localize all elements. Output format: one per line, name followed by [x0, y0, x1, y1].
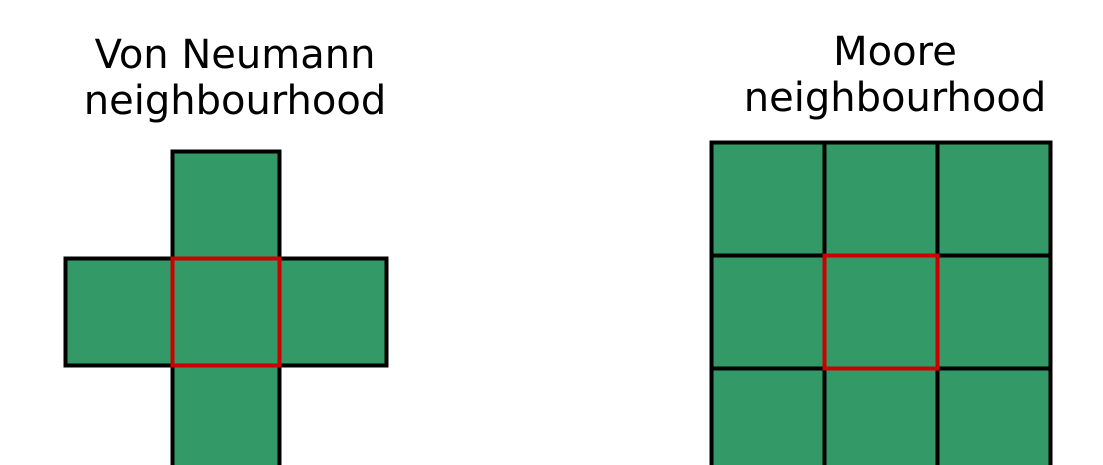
von-neumann-neighbour-cell-4: [170, 363, 282, 465]
von-neumann-title: Von Neumann neighbourhood: [30, 32, 440, 124]
moore-title: Moore neighbourhood: [690, 29, 1100, 121]
von-neumann-neighbourhood-grid: [63, 149, 389, 465]
moore-title-line-1: Moore: [833, 29, 957, 75]
von-neumann-title-line-2: neighbourhood: [83, 78, 387, 124]
moore-neighbourhood-grid: [709, 140, 1053, 465]
von-neumann-neighbour-cell-1: [170, 149, 282, 261]
moore-center-highlight: [822, 253, 940, 371]
moore-neighbour-cell-5: [935, 253, 1053, 371]
moore-title-line-2: neighbourhood: [743, 75, 1047, 121]
moore-neighbour-cell-8: [935, 366, 1053, 465]
moore-neighbour-cell-4: [709, 253, 827, 371]
von-neumann-center-cell: [170, 256, 282, 368]
von-neumann-center-highlight: [170, 256, 282, 368]
moore-neighbour-cell-7: [822, 366, 940, 465]
von-neumann-neighbour-cell-2: [63, 256, 175, 368]
moore-center-cell: [822, 253, 940, 371]
moore-neighbour-cell-2: [822, 140, 940, 258]
moore-neighbour-cell-3: [935, 140, 1053, 258]
von-neumann-neighbour-cell-3: [277, 256, 389, 368]
moore-neighbour-cell-6: [709, 366, 827, 465]
von-neumann-title-line-1: Von Neumann: [94, 32, 376, 78]
moore-neighbour-cell-1: [709, 140, 827, 258]
